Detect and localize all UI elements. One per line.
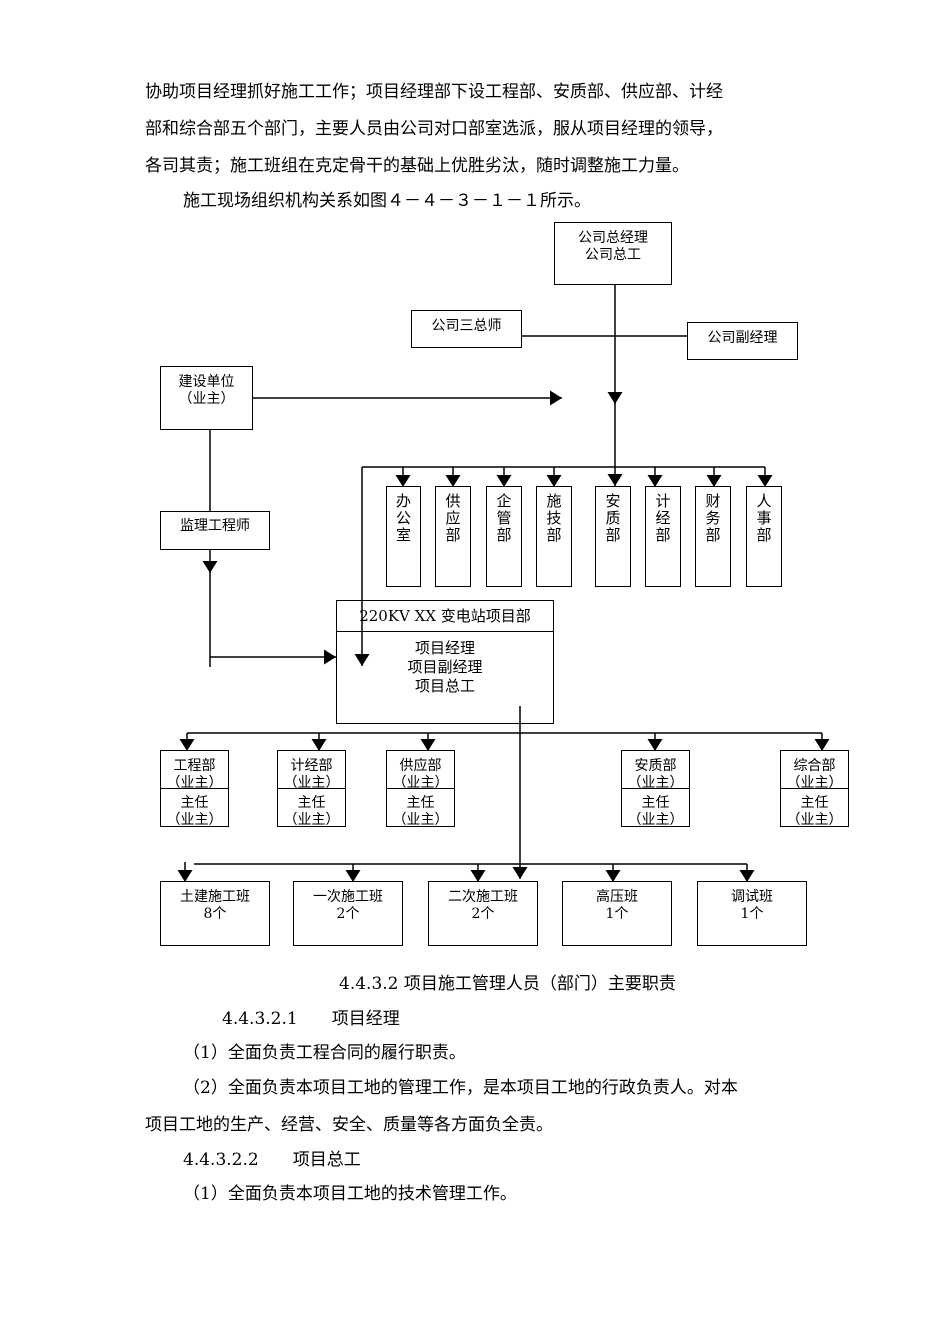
team-box: 一次施工班 2个 (293, 881, 403, 946)
dept-label: 财务部 (705, 492, 721, 544)
dept-label: 企管部 (496, 492, 512, 544)
dept-label: 办公室 (395, 492, 411, 544)
box-label: （业主） (178, 391, 235, 407)
dept-head: 主任 (297, 795, 326, 811)
paragraph-line: 协助项目经理抓好施工工作；项目经理部下设工程部、安质部、供应部、计经 (145, 82, 723, 102)
team-name: 二次施工班 (448, 889, 518, 905)
company-dept-box: 安质部 (595, 486, 631, 587)
team-box: 土建施工班 8个 (160, 881, 270, 946)
dept-sub: （业主） (166, 775, 223, 789)
project-role: 项目经理 (414, 639, 475, 657)
paragraph-line: 各司其责；施工班组在克定骨干的基础上优胜劣汰，随时调整施工力量。 (145, 156, 689, 176)
paragraph-line: 施工现场组织机构关系如图４－４－３－１－１所示。 (183, 191, 591, 211)
dept-head: 主任 (641, 795, 670, 811)
team-count: 8个 (203, 906, 227, 922)
company-dept-box: 计经部 (645, 486, 681, 587)
dept-head-sub: （业主） (392, 812, 449, 826)
company-dept-box: 财务部 (695, 486, 731, 587)
project-role: 项目总工 (414, 677, 475, 695)
dept-name: 计经部 (290, 758, 333, 774)
project-dept-box: 供应部 （业主） 主任 （业主） (386, 750, 455, 827)
general-manager-box: 公司总经理 公司总工 (554, 222, 672, 285)
paragraph-line: 项目工地的生产、经营、安全、质量等各方面负全责。 (145, 1115, 553, 1135)
dept-head-sub: （业主） (166, 812, 223, 826)
team-count: 2个 (471, 906, 495, 922)
team-name: 调试班 (731, 889, 773, 905)
team-box: 调试班 1个 (697, 881, 807, 946)
dept-head: 主任 (180, 795, 209, 811)
dept-head-sub: （业主） (283, 812, 340, 826)
dept-name: 工程部 (173, 758, 216, 774)
paragraph-line: （1）全面负责本项目工地的技术管理工作。 (183, 1184, 517, 1204)
team-count: 1个 (740, 906, 764, 922)
company-dept-box: 企管部 (486, 486, 522, 587)
box-label: 公司三总师 (431, 318, 502, 334)
box-label: 监理工程师 (180, 518, 250, 534)
project-dept-box: 综合部 （业主） 主任 （业主） (780, 750, 849, 827)
dept-label: 人事部 (756, 492, 772, 544)
deputy-manager-box: 公司副经理 (687, 322, 798, 360)
dept-label: 安质部 (605, 492, 621, 544)
box-label: 公司总经理 (578, 230, 648, 246)
dept-sub: （业主） (392, 775, 449, 789)
project-dept-box: 计经部 （业主） 主任 （业主） (277, 750, 346, 827)
company-dept-box: 办公室 (386, 486, 421, 587)
supervisor-box: 监理工程师 (160, 511, 270, 550)
team-name: 高压班 (596, 889, 638, 905)
project-role: 项目副经理 (407, 658, 483, 676)
team-count: 2个 (336, 906, 360, 922)
subsection-heading: 4.4.3.2.2 项目总工 (183, 1150, 361, 1170)
project-header: 220KV XX 变电站项目部 (337, 601, 553, 632)
dept-label: 施技部 (546, 492, 562, 544)
dept-sub: （业主） (786, 775, 843, 789)
dept-label: 计经部 (655, 492, 671, 544)
dept-name: 安质部 (634, 758, 677, 774)
paragraph-line: （2）全面负责本项目工地的管理工作，是本项目工地的行政负责人。对本 (183, 1078, 738, 1098)
box-label: 公司总工 (585, 247, 641, 263)
dept-label: 供应部 (445, 492, 461, 544)
team-count: 1个 (605, 906, 629, 922)
box-label: 建设单位 (178, 374, 235, 390)
company-dept-box: 供应部 (435, 486, 471, 587)
project-department-box: 220KV XX 变电站项目部 项目经理 项目副经理 项目总工 (336, 600, 554, 724)
chief-engineers-box: 公司三总师 (411, 310, 522, 348)
subsection-heading: 4.4.3.2.1 项目经理 (222, 1009, 400, 1029)
team-name: 一次施工班 (313, 889, 383, 905)
dept-head: 主任 (406, 795, 435, 811)
paragraph-line: 部和综合部五个部门，主要人员由公司对口部室选派，服从项目经理的领导， (145, 119, 723, 139)
project-dept-box: 工程部 （业主） 主任 （业主） (160, 750, 229, 827)
dept-head-sub: （业主） (627, 812, 684, 826)
dept-sub: （业主） (283, 775, 340, 789)
dept-head: 主任 (800, 795, 829, 811)
dept-head-sub: （业主） (786, 812, 843, 826)
dept-name: 供应部 (399, 758, 442, 774)
company-dept-box: 人事部 (746, 486, 782, 587)
team-name: 土建施工班 (180, 889, 250, 905)
section-caption: 4.4.3.2 项目施工管理人员（部门）主要职责 (339, 974, 676, 994)
paragraph-line: （1）全面负责工程合同的履行职责。 (183, 1043, 466, 1063)
company-dept-box: 施技部 (536, 486, 572, 587)
dept-name: 综合部 (793, 758, 836, 774)
dept-sub: （业主） (627, 775, 684, 789)
team-box: 二次施工班 2个 (428, 881, 538, 946)
team-box: 高压班 1个 (562, 881, 672, 946)
project-dept-box: 安质部 （业主） 主任 （业主） (621, 750, 690, 827)
box-label: 公司副经理 (707, 330, 778, 346)
owner-box: 建设单位 （业主） (160, 366, 253, 430)
